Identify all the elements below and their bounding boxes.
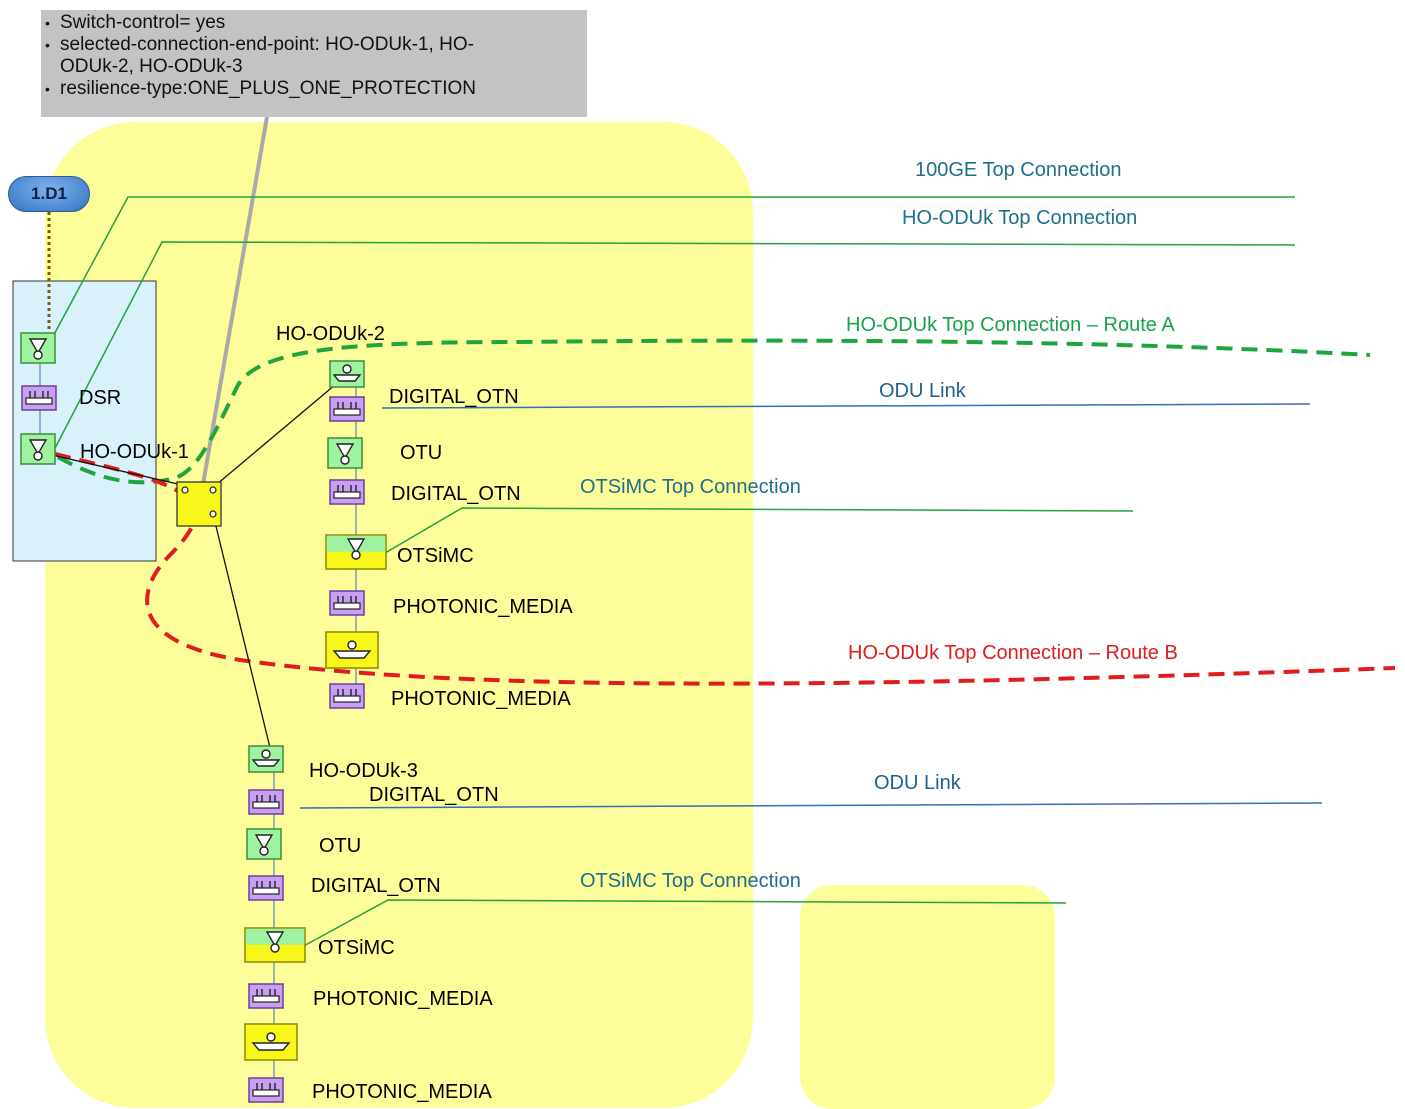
digital-otn-b2-label: DIGITAL_OTN <box>311 875 441 897</box>
odu-link-line-2 <box>299 802 1323 809</box>
note-switch-control: Switch-control= yes <box>45 12 587 34</box>
photonic-a2-label: PHOTONIC_MEDIA <box>391 688 571 710</box>
dsr-nep-icon[interactable] <box>21 385 57 411</box>
photonic-a-mc-icon[interactable] <box>325 631 379 669</box>
ho-oduk-top-line <box>51 241 1296 455</box>
switch-link-oduk3 <box>212 513 274 761</box>
route-b-label: HO-ODUk Top Connection – Route B <box>848 642 1178 664</box>
ho-oduk-2-label: HO-ODUk-2 <box>276 323 385 345</box>
photonic-b-mc-icon[interactable] <box>244 1023 298 1061</box>
photonic-b2-nep-icon[interactable] <box>248 1077 284 1103</box>
otu-a-label: OTU <box>400 442 443 464</box>
ho-oduk-3-label: HO-ODUk-3 <box>309 760 418 782</box>
photonic-a1-label: PHOTONIC_MEDIA <box>393 596 573 618</box>
otsimc-top-line-1 <box>379 507 1134 557</box>
digital-otn-a1-label: DIGITAL_OTN <box>389 386 519 408</box>
digital-otn-b2-nep-icon[interactable] <box>248 875 284 901</box>
note-pointer-line <box>200 116 269 491</box>
digital-otn-b1-label: DIGITAL_OTN <box>369 784 499 806</box>
client-node-box <box>12 280 157 562</box>
ho-oduk-3-cep-icon[interactable] <box>248 745 284 773</box>
dsr-label: DSR <box>79 387 122 409</box>
route-a-label: HO-ODUk Top Connection – Route A <box>846 314 1175 336</box>
otu-b-cep-icon[interactable] <box>246 828 282 860</box>
note-selected-cep-line-a: selected-connection-end-point: HO-ODUk-1… <box>60 34 474 55</box>
route-a-line <box>57 338 1371 485</box>
digital-otn-a2-nep-icon[interactable] <box>329 479 365 505</box>
otsimc-a-label: OTSiMC <box>397 545 474 567</box>
photonic-a1-nep-icon[interactable] <box>329 590 365 616</box>
client-cep-icon[interactable] <box>20 332 56 364</box>
otu-a-cep-icon[interactable] <box>327 437 363 469</box>
otsimc-b-label: OTSiMC <box>318 937 395 959</box>
switch-annotation-box: Switch-control= yes selected-connection-… <box>41 10 587 117</box>
odu-link-line-1 <box>381 403 1311 409</box>
secondary-domain-area <box>800 885 1055 1109</box>
otsimc-top-label-2: OTSiMC Top Connection <box>580 870 801 892</box>
note-selected-cep: selected-connection-end-point: HO-ODUk-1… <box>45 34 587 78</box>
digital-otn-a1-nep-icon[interactable] <box>329 396 365 422</box>
otu-b-label: OTU <box>319 835 362 857</box>
node-badge[interactable]: 1.D1 <box>8 176 90 212</box>
ho-oduk-2-cep-icon[interactable] <box>329 360 365 388</box>
switch-icon[interactable] <box>176 481 222 527</box>
photonic-b2-label: PHOTONIC_MEDIA <box>312 1081 492 1103</box>
switch-link-oduk1 <box>51 454 183 486</box>
ho-oduk-top-label: HO-ODUk Top Connection <box>902 207 1138 229</box>
top-100ge-line <box>49 196 1295 343</box>
otsimc-top-label-1: OTSiMC Top Connection <box>580 476 801 498</box>
ho-oduk-1-cep-icon[interactable] <box>20 433 56 465</box>
otsimc-a-cep-icon[interactable] <box>325 534 387 570</box>
odu-link-label-2: ODU Link <box>874 772 961 794</box>
switch-link-oduk2 <box>209 373 349 491</box>
top-100ge-label: 100GE Top Connection <box>915 159 1122 181</box>
otsimc-top-line-2 <box>299 899 1067 949</box>
photonic-b1-nep-icon[interactable] <box>248 983 284 1009</box>
photonic-b1-label: PHOTONIC_MEDIA <box>313 988 493 1010</box>
digital-otn-b1-nep-icon[interactable] <box>248 789 284 815</box>
odu-link-label-1: ODU Link <box>879 380 966 402</box>
note-selected-cep-line-b: ODUk-2, HO-ODUk-3 <box>60 56 243 77</box>
photonic-a2-nep-icon[interactable] <box>329 683 365 709</box>
digital-otn-a2-label: DIGITAL_OTN <box>391 483 521 505</box>
note-resilience-type: resilience-type:ONE_PLUS_ONE_PROTECTION <box>45 78 587 100</box>
ho-oduk-1-label: HO-ODUk-1 <box>80 441 189 463</box>
otsimc-b-cep-icon[interactable] <box>244 927 306 963</box>
